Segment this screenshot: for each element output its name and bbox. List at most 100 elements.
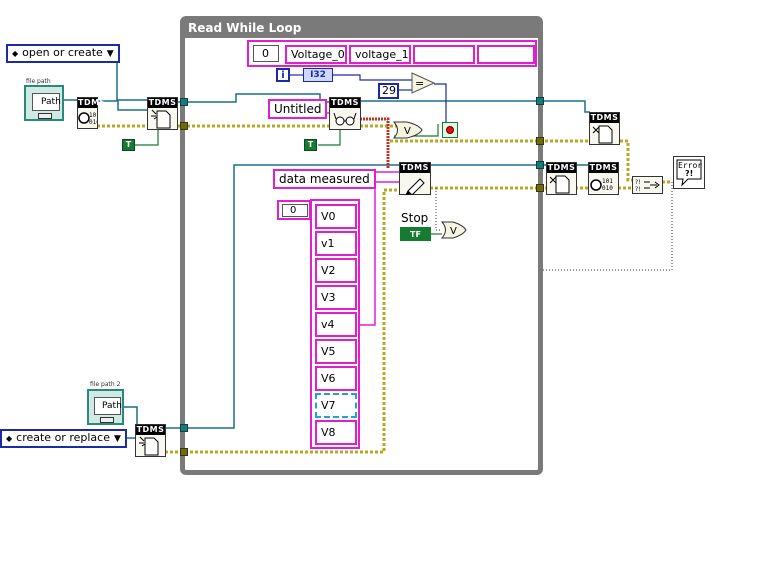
glasses-icon (333, 112, 357, 126)
tdms-open-node[interactable]: TDMS 101 010 (77, 97, 106, 129)
browse-icon-2[interactable] (100, 417, 114, 423)
or-gate-node[interactable]: V (393, 121, 423, 139)
channel-name-cell[interactable] (477, 45, 535, 64)
channels-array[interactable]: V0 v1 V2 V3 v4 V5 V6 V7 V8 (310, 199, 360, 449)
error-handler-label: Error (678, 161, 703, 170)
tdms-header: TDMS (78, 98, 106, 108)
while-loop-frame[interactable] (180, 16, 543, 475)
close-file-icon (592, 125, 613, 144)
dropdown-arrow-icon[interactable]: ▼ (106, 49, 114, 59)
loop-tunnel-refnum-in-2 (180, 424, 188, 432)
tdms-create-node-2[interactable]: TDMS (135, 424, 166, 457)
loop-tunnel-refnum-out-2 (536, 161, 544, 169)
tdms-create-node[interactable]: TDMS (147, 97, 178, 130)
array-index-2-frame[interactable]: 0 (277, 200, 311, 220)
error-dialog-icon (676, 159, 702, 187)
create-mode-ring[interactable]: ◆create or replace▼ (0, 429, 127, 448)
svg-text:V: V (404, 126, 411, 137)
tdms-header: TDMS (400, 163, 430, 173)
group-name-untitled[interactable]: Untitled (268, 99, 328, 119)
loop-tunnel-error-in-2 (180, 448, 188, 456)
svg-text:101: 101 (602, 178, 613, 185)
tdms-close-node-2[interactable]: TDMS (546, 162, 577, 195)
path-value: Path (41, 97, 61, 107)
updown-arrow-icon-2[interactable]: ◆ (6, 434, 13, 443)
tdms-viewer-node[interactable]: TDMS 101 010 (588, 162, 619, 195)
new-file-icon (151, 109, 171, 129)
channel-names-array[interactable]: 0 Voltage_0 voltage_1 (247, 40, 537, 67)
data-wire (360, 117, 390, 168)
loop-tunnel-error-out (536, 137, 544, 145)
channel-name-cell[interactable]: voltage_1 (349, 45, 411, 64)
iteration-terminal: i (276, 68, 290, 82)
array-index-2-value: 0 (290, 205, 297, 216)
loop-tunnel-error-out-2 (536, 184, 544, 192)
file-path-2-control[interactable]: Path (87, 389, 124, 425)
new-file-icon-2 (139, 436, 159, 456)
tdms-write-node[interactable]: TDMS (399, 162, 431, 195)
channel-cell[interactable]: V0 (315, 204, 357, 229)
tdms-close-node[interactable]: TDMS (589, 112, 620, 145)
create-mode-value: create or replace (16, 431, 110, 444)
svg-text:010: 010 (602, 185, 613, 192)
or-gate-node-2[interactable]: V (441, 221, 467, 239)
svg-text:101: 101 (89, 112, 97, 119)
channel-cell[interactable]: V8 (315, 420, 357, 445)
stop-boolean-control[interactable]: TF (400, 227, 431, 241)
stop-icon (446, 126, 454, 134)
file-path-control[interactable]: Path (24, 85, 64, 121)
tdms-header: TDMS (547, 163, 576, 173)
error-handler-node[interactable]: Error ?! (673, 156, 705, 189)
channel-name-cell[interactable]: Voltage_0 (285, 45, 347, 64)
tdms-header: TDMS (136, 425, 165, 435)
true-constant-2[interactable]: T (304, 139, 317, 151)
channel-cell[interactable]: V6 (315, 366, 357, 391)
channel-cell-label: V7 (321, 399, 336, 412)
svg-text:010: 010 (89, 119, 97, 126)
svg-text:?!: ?! (635, 179, 641, 186)
open-mode-value: open or create (22, 46, 103, 59)
browse-icon[interactable] (38, 113, 52, 119)
compare-constant[interactable]: 29 (378, 83, 399, 99)
channel-cell[interactable]: v1 (315, 231, 357, 256)
svg-text:?!: ?! (635, 186, 641, 193)
path-value-2: Path (102, 401, 122, 411)
svg-text:=: = (415, 77, 424, 90)
array-index-1-value: 0 (262, 47, 269, 60)
tdms-header: TDMS (148, 98, 177, 108)
path-field[interactable]: Path (32, 93, 61, 111)
channel-cell[interactable]: V2 (315, 258, 357, 283)
equal-compare-node[interactable]: = (411, 72, 435, 94)
loop-tunnel-refnum-in (180, 98, 188, 106)
merge-errors-node[interactable]: ?! ?! (632, 176, 663, 194)
channel-cell[interactable]: V3 (315, 285, 357, 310)
tdms-read-node[interactable]: TDMS (329, 97, 361, 130)
group-name-data-measured[interactable]: data measured (273, 169, 376, 189)
tdms-header: TDMS (589, 163, 618, 173)
channel-cell[interactable]: V5 (315, 339, 357, 364)
tdms-header: TDMS (330, 98, 360, 108)
pencil-icon (405, 178, 425, 195)
tdms-binary-file-icon-2: 101 010 (590, 178, 613, 192)
array-index-1[interactable]: 0 (253, 45, 279, 62)
true-constant-1[interactable]: T (122, 139, 135, 151)
while-loop-title: Read While Loop (188, 21, 302, 35)
to-i32-node[interactable]: I32 (303, 68, 333, 82)
updown-arrow-icon[interactable]: ◆ (12, 49, 19, 58)
svg-text:V: V (450, 226, 457, 237)
tdms-binary-file-icon: 101 010 (78, 112, 97, 126)
file-path-label: file path (26, 78, 51, 85)
channel-cell-selected[interactable]: V7 (315, 393, 357, 418)
loop-tunnel-refnum-out (536, 97, 544, 105)
path-field-2[interactable]: Path (94, 397, 122, 415)
close-file-icon-2 (549, 175, 570, 194)
open-mode-ring[interactable]: ◆open or create▼ (6, 44, 120, 63)
tdms-header: TDMS (590, 113, 619, 123)
channel-name-cell[interactable] (413, 45, 475, 64)
loop-stop-terminal[interactable] (442, 122, 458, 138)
stop-label: Stop (401, 211, 429, 225)
array-index-2[interactable]: 0 (282, 204, 308, 217)
dropdown-arrow-icon-2[interactable]: ▼ (113, 434, 121, 444)
channel-cell[interactable]: v4 (315, 312, 357, 337)
error-handler-symbol: ?! (685, 169, 694, 178)
